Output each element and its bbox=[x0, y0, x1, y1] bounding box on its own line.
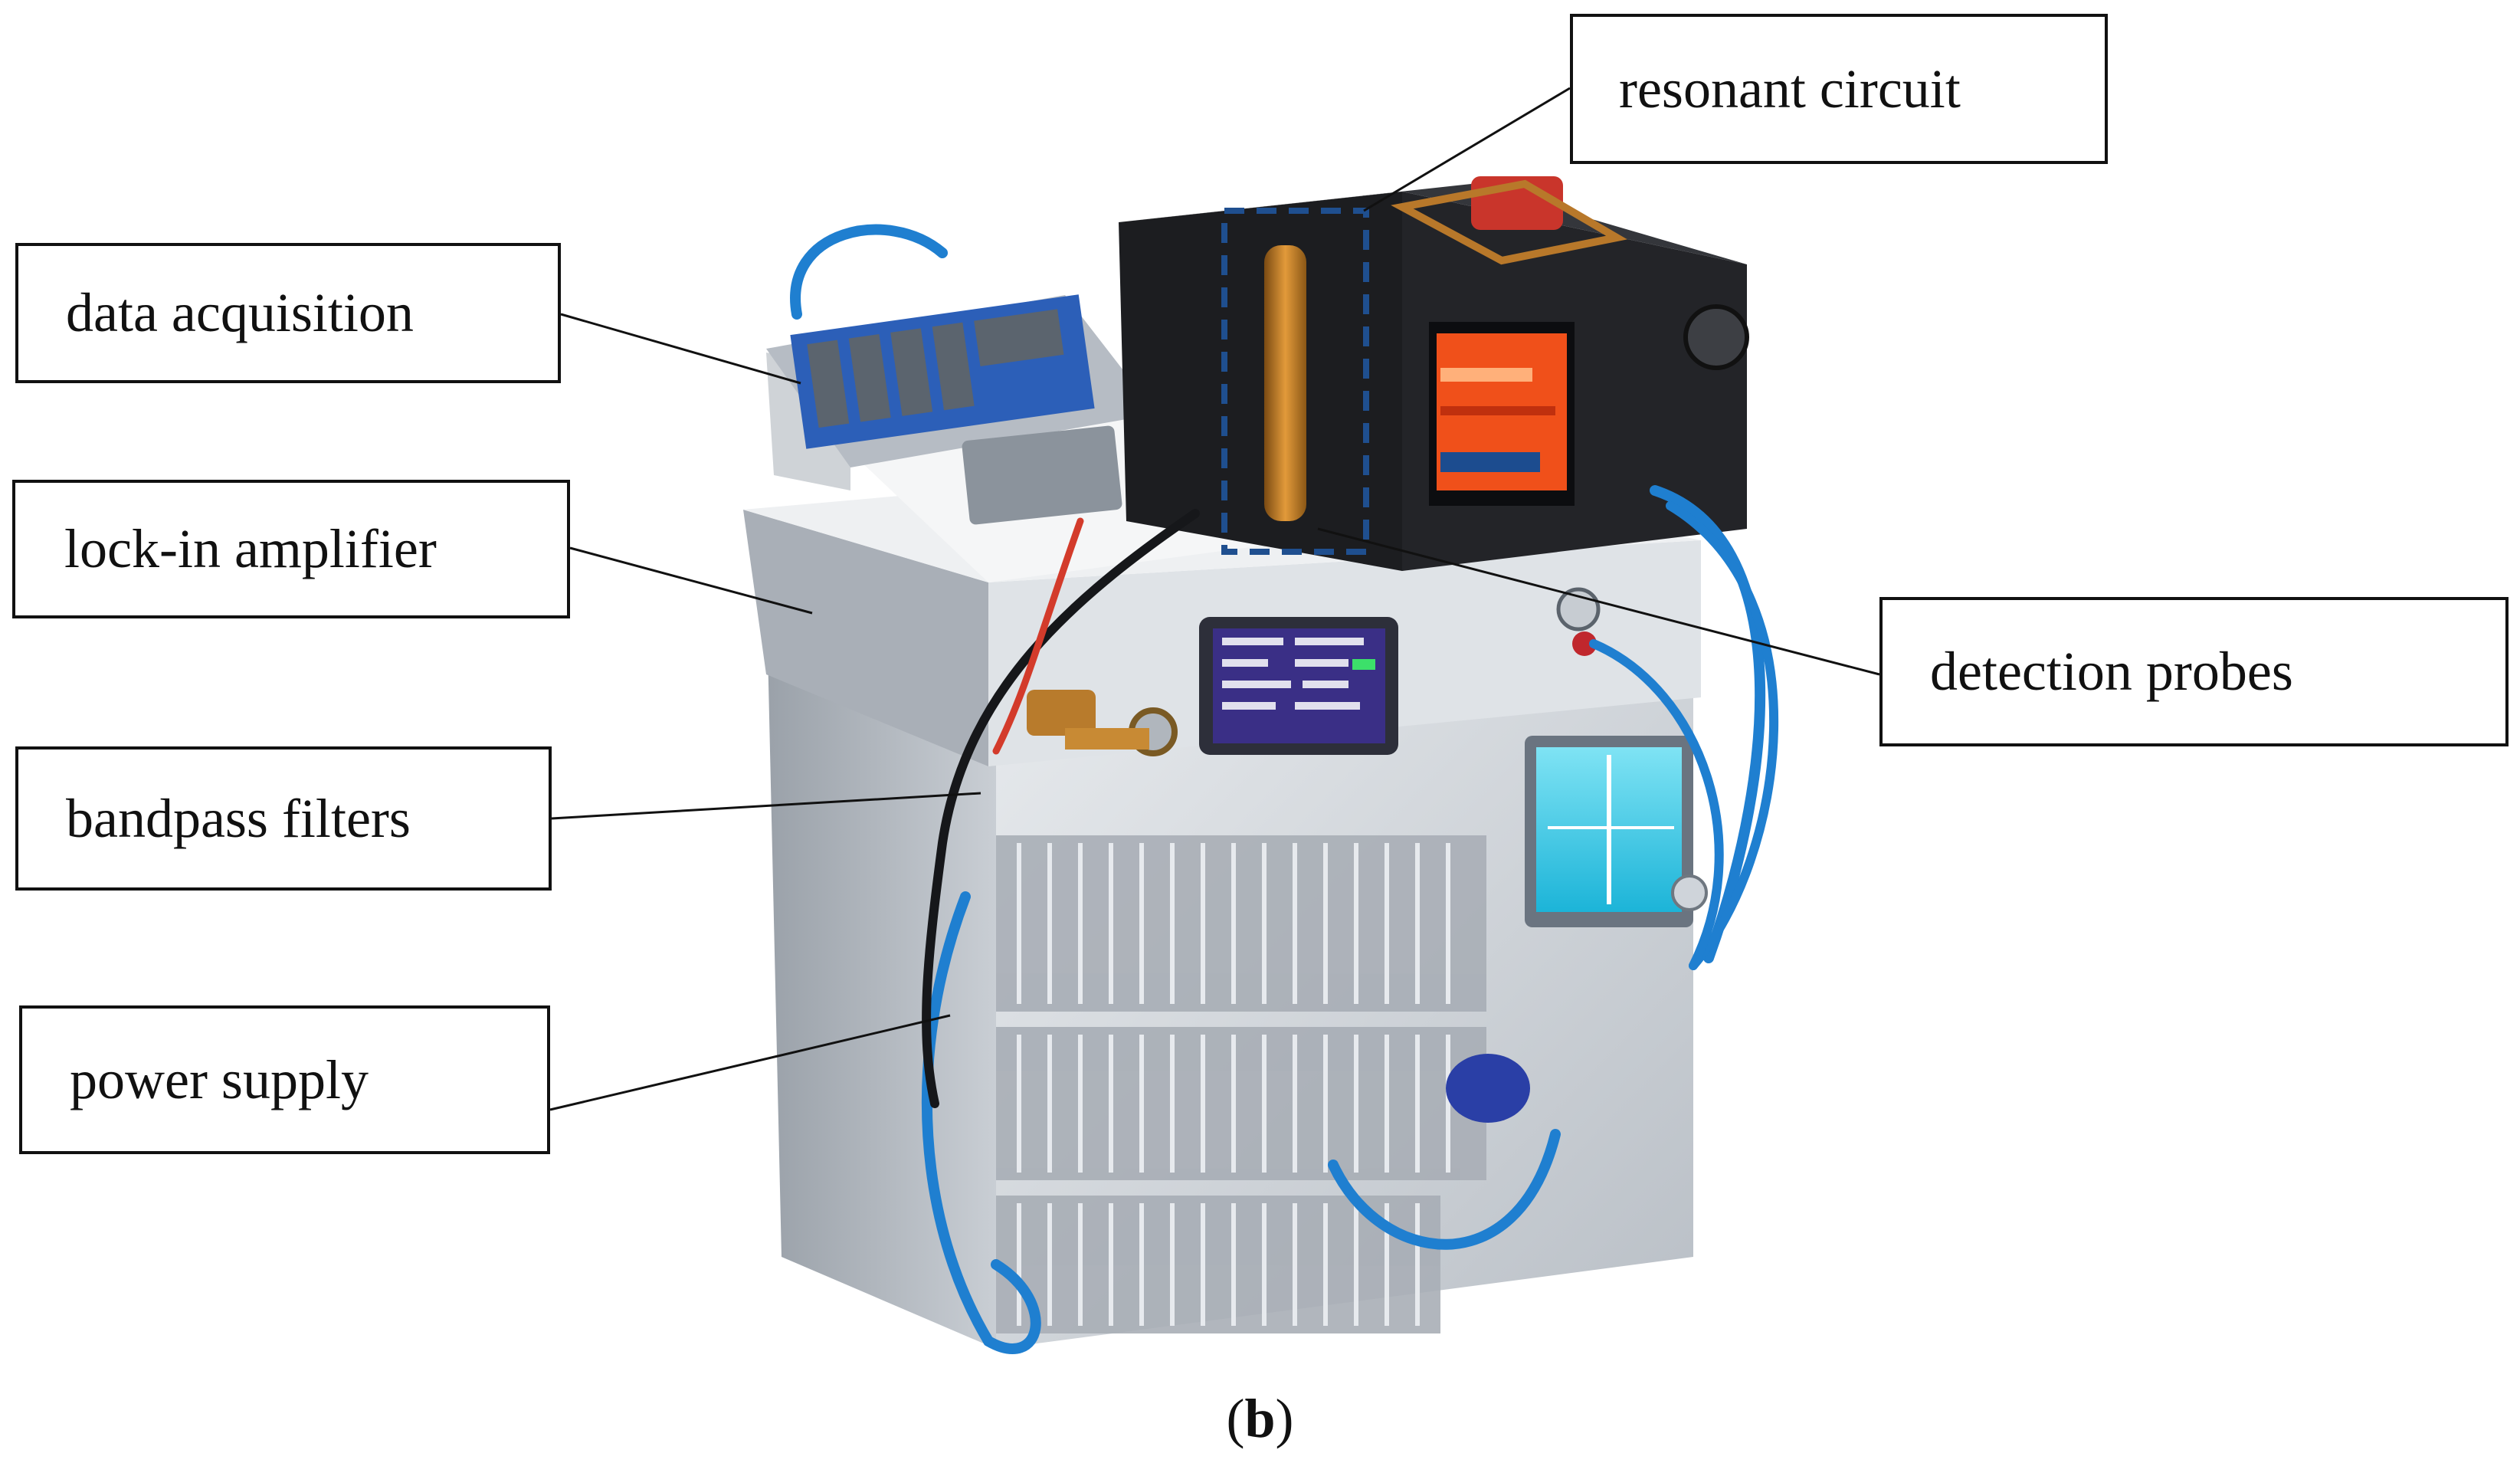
leader-lines bbox=[549, 87, 1880, 1111]
label-lock-in-amplifier: lock-in amplifier bbox=[12, 480, 570, 618]
label-resonant-circuit: resonant circuit bbox=[1570, 14, 2108, 164]
figure-caption: (b) bbox=[0, 1387, 2520, 1451]
label-bandpass-filters: bandpass filters bbox=[15, 746, 552, 891]
resonant-circuit-highlight bbox=[1221, 208, 1369, 555]
caption-letter: b bbox=[1244, 1388, 1276, 1449]
label-detection-probes: detection probes bbox=[1879, 597, 2509, 746]
resonant-circuit-device bbox=[1119, 176, 1749, 571]
cables bbox=[790, 224, 1778, 1354]
label-data-acquisition: data acquisition bbox=[15, 243, 561, 383]
label-power-supply: power supply bbox=[19, 1005, 550, 1154]
caption-close-paren: ) bbox=[1275, 1388, 1294, 1449]
caption-open-paren: ( bbox=[1226, 1388, 1245, 1449]
power-supply-chassis bbox=[766, 582, 1708, 1349]
bandpass-filter-connectors bbox=[1027, 690, 1178, 756]
